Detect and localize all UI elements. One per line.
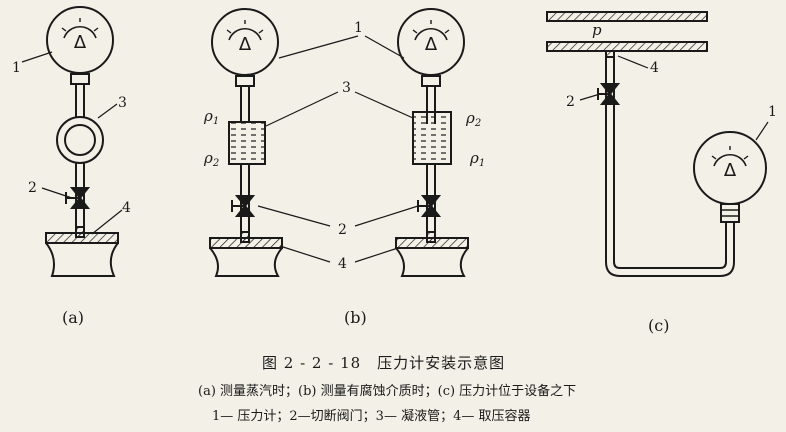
callout-b-4: 4 (338, 256, 347, 272)
pressure-gauge-icon: Δ (397, 8, 465, 87)
process-pipe-icon (546, 11, 708, 52)
gauge-delta-icon: Δ (425, 34, 438, 55)
density-rho2-left: ρ2 (204, 149, 220, 169)
panel-c: Δ (546, 11, 769, 277)
shutoff-valve-icon (231, 195, 256, 217)
callout-a-4: 4 (122, 200, 131, 216)
density-rho1-right: ρ1 (470, 149, 486, 169)
gauge-delta-icon: Δ (724, 160, 737, 181)
figure-title: 压力计安装示意图 (377, 354, 506, 372)
callout-a-2: 2 (28, 180, 37, 196)
panel-a: Δ (21, 6, 123, 277)
figure-caption-line2: 1— 压力计；2—切断阀门；3— 凝液管；4— 取压容器 (212, 409, 531, 424)
callout-b-3: 3 (342, 80, 351, 96)
callout-c-4: 4 (650, 60, 659, 76)
shutoff-valve-icon (65, 187, 91, 209)
gauge-delta-icon: Δ (239, 34, 252, 55)
panel-c-label: (c) (648, 316, 670, 335)
callout-c-2: 2 (566, 94, 575, 110)
condensate-ring-icon (56, 116, 104, 164)
callout-c-1: 1 (768, 104, 777, 120)
gauge-delta-icon: Δ (74, 32, 87, 53)
density-rho2-right: ρ2 (466, 109, 482, 129)
callout-b-1: 1 (354, 20, 363, 36)
pressure-vessel-icon (45, 226, 119, 277)
density-rho1-left: ρ1 (204, 107, 220, 127)
panel-b-label: (b) (344, 308, 367, 327)
callout-a-1: 1 (12, 60, 21, 76)
pressure-symbol-p: p (592, 21, 602, 39)
callout-a-3: 3 (118, 95, 127, 111)
figure-caption-line1: (a) 测量蒸汽时；(b) 测量有腐蚀介质时；(c) 压力计位于设备之下 (198, 384, 577, 399)
pressure-vessel-icon (395, 231, 469, 277)
separator-chamber-icon (412, 111, 452, 165)
shutoff-valve-icon (417, 195, 442, 217)
panel-a-label: (a) (62, 308, 85, 327)
figure-caption-title: 图 2 - 2 - 18 压力计安装示意图 (262, 352, 521, 373)
callout-b-2: 2 (338, 222, 347, 238)
figure-number: 图 2 - 2 - 18 (262, 354, 362, 372)
separator-chamber-icon (228, 121, 266, 165)
pressure-gauge-icon: Δ (693, 131, 767, 223)
pressure-gauge-icon: Δ (46, 6, 114, 85)
panel-b-left: Δ (209, 8, 283, 277)
pressure-gauge-icon: Δ (211, 8, 279, 87)
pressure-vessel-icon (209, 231, 283, 277)
panel-b-right: Δ (257, 8, 469, 277)
